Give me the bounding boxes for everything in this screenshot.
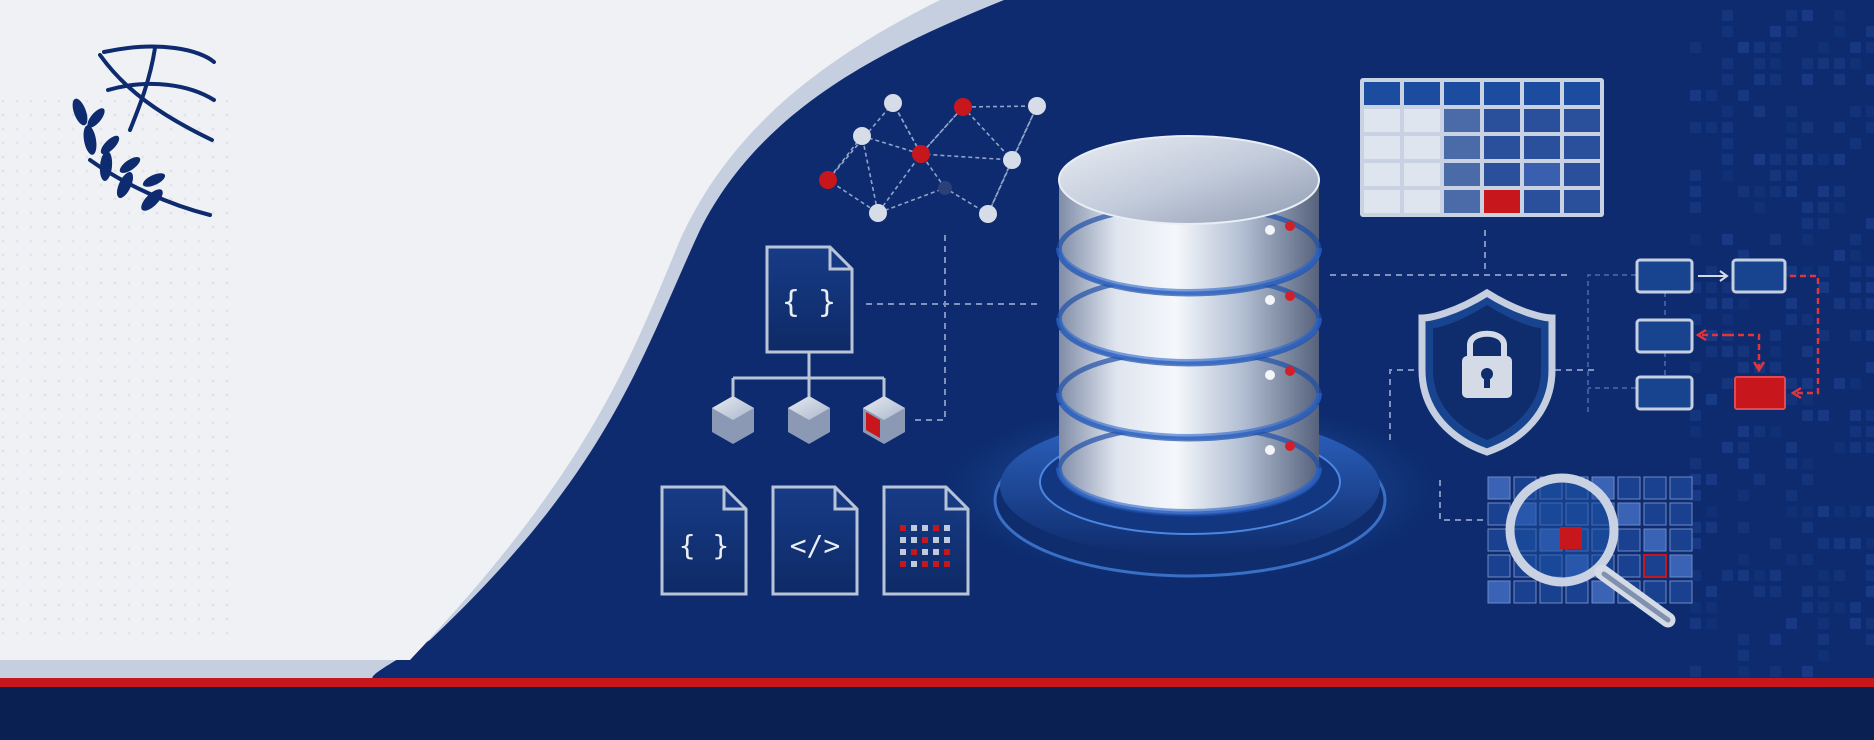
xml-file-icon: </> xyxy=(771,485,859,596)
connector-lines xyxy=(866,230,1595,521)
database-server-icon xyxy=(940,135,1440,580)
footer-band xyxy=(0,687,1874,740)
cube-icon xyxy=(788,396,830,444)
pixel-texture xyxy=(1690,10,1874,677)
cube-icon-highlight xyxy=(863,396,905,444)
red-stripe xyxy=(0,678,1874,687)
spreadsheet-table-icon xyxy=(1360,78,1604,217)
schema-json-glyph: { } xyxy=(782,285,836,320)
file-glyph: </> xyxy=(790,529,841,562)
lock-shackle xyxy=(1467,330,1507,358)
cube-icon xyxy=(712,396,754,444)
flow-node xyxy=(1635,318,1694,354)
magnifier-icon xyxy=(1505,473,1676,628)
flowchart-icon xyxy=(1587,258,1820,415)
flow-node xyxy=(1635,375,1694,411)
json-file-icon: { } xyxy=(660,485,748,596)
flow-node xyxy=(1635,258,1694,294)
network-graph-icon xyxy=(819,94,1046,223)
flow-node-alert xyxy=(1734,376,1786,410)
shield-lock-icon xyxy=(1418,288,1556,456)
file-glyph: { } xyxy=(679,529,730,562)
file-icons-row: { } </> xyxy=(660,485,970,596)
wreath-globe-logo-icon xyxy=(72,44,216,217)
flow-node xyxy=(1731,258,1787,294)
schema-tree-icon: { } xyxy=(712,245,905,444)
